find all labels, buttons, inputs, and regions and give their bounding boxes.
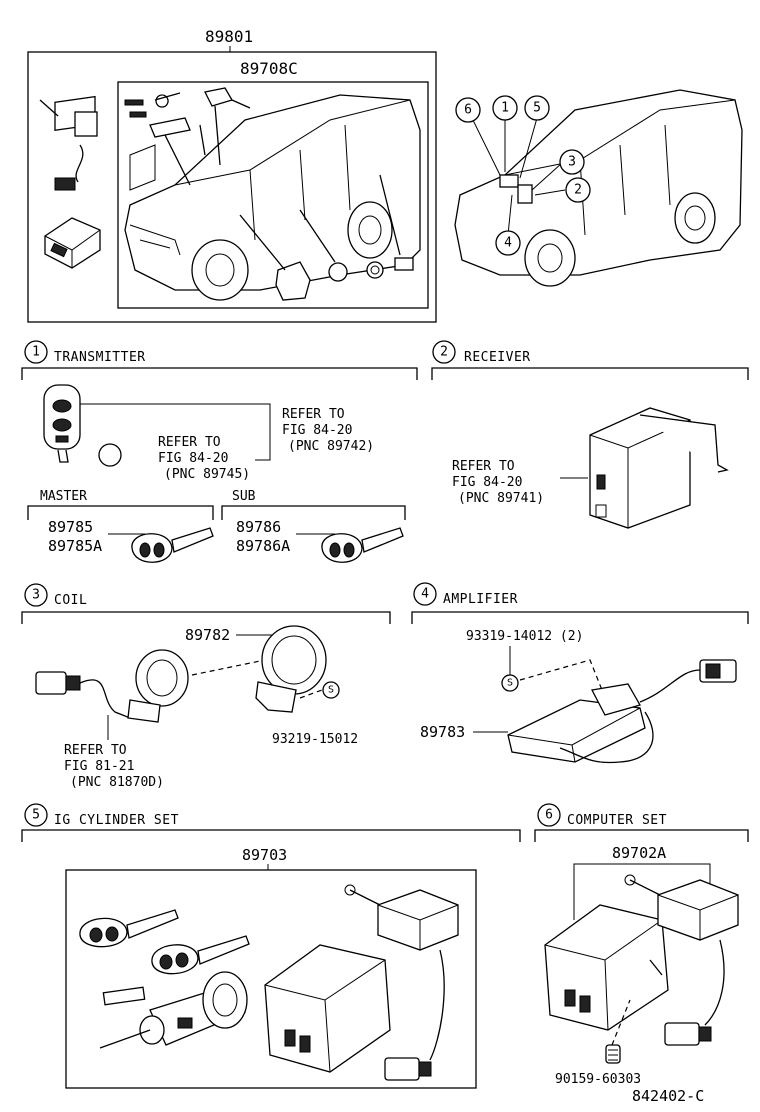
- receiver-refer-line2: FIG 84-20: [452, 475, 522, 490]
- coil-refer-line2: FIG 81-21: [64, 759, 134, 774]
- ig-computer-icon: [264, 944, 391, 1073]
- part-number-89786[interactable]: 89786: [236, 518, 281, 536]
- part-number-93319-14012[interactable]: 93319-14012 (2): [466, 629, 583, 644]
- amplifier-unit-icon: [507, 659, 737, 764]
- part-number-89702a[interactable]: 89702A: [612, 844, 666, 862]
- section-amplifier: 4 AMPLIFIER 93319-14012 (2) S 89783: [411, 582, 749, 764]
- section-coil: 3 COIL 89782 S 93219-15012 REFER TO FIG …: [21, 583, 391, 790]
- svg-text:3: 3: [568, 155, 576, 170]
- transmitter-refer-b-line3: (PNC 89745): [164, 467, 250, 482]
- overview-set-89801: 89801 89708C: [27, 27, 437, 323]
- part-number-89801[interactable]: 89801: [205, 27, 253, 46]
- computer-harness-icon: [624, 874, 739, 1046]
- coil-refer-line1: REFER TO: [64, 743, 127, 758]
- receiver-module-icon: [589, 407, 729, 529]
- master-title: MASTER: [40, 489, 87, 504]
- ig-harness-icon: [344, 884, 459, 1081]
- callout-5[interactable]: 5: [524, 95, 550, 121]
- svg-text:1: 1: [501, 101, 509, 116]
- section-receiver: 2 RECEIVER REFER TO FIG 84-20 (PNC 89741…: [431, 340, 749, 529]
- section-computer-set: 6 COMPUTER SET 89702A 90159-60303: [534, 803, 749, 1087]
- part-number-89786a[interactable]: 89786A: [236, 537, 290, 555]
- callout-3[interactable]: 3: [559, 149, 585, 175]
- section-transmitter: 1 TRANSMITTER REFER TO FIG 84-20 (PNC 89…: [21, 340, 418, 563]
- transmitter-refer-a-line1: REFER TO: [282, 407, 345, 422]
- section-5-badge: [24, 803, 48, 827]
- set-89708c-frame: [117, 81, 429, 309]
- callout-2[interactable]: 2: [565, 177, 591, 203]
- battery-icon: [98, 443, 122, 467]
- section-1-badge: [24, 340, 48, 364]
- section-1-title: TRANSMITTER: [54, 350, 146, 365]
- transmitter-refer-a-line3: (PNC 89742): [288, 439, 374, 454]
- part-number-93219-15012[interactable]: 93219-15012: [272, 732, 358, 747]
- transmitter-fob-icon: [43, 384, 81, 463]
- transmitter-refer-a-line2: FIG 84-20: [282, 423, 352, 438]
- part-number-90159-60303[interactable]: 90159-60303: [555, 1072, 641, 1087]
- computer-module-set-icon: [544, 904, 669, 1031]
- svg-text:1: 1: [32, 345, 40, 360]
- part-number-89785[interactable]: 89785: [48, 518, 93, 536]
- svg-text:S: S: [328, 685, 334, 696]
- coil-refer-line3: (PNC 81870D): [70, 775, 164, 790]
- ig-key-1-icon: [79, 909, 179, 948]
- screw-90159-icon: [605, 1044, 621, 1064]
- transmitter-refer-b-line1: REFER TO: [158, 435, 221, 450]
- svg-text:3: 3: [32, 588, 40, 603]
- section-4-badge: [413, 582, 437, 606]
- master-key-icon: [131, 527, 214, 563]
- callout-6[interactable]: 6: [455, 97, 481, 123]
- section-6-title: COMPUTER SET: [567, 813, 667, 828]
- svg-text:2: 2: [440, 345, 448, 360]
- screw-mark-coil[interactable]: S: [322, 681, 340, 699]
- set-89801-frame: [27, 51, 437, 323]
- section-2-title: RECEIVER: [464, 350, 531, 365]
- part-number-89785a[interactable]: 89785A: [48, 537, 102, 555]
- svg-text:5: 5: [533, 101, 541, 116]
- vehicle-outline-icon: [124, 94, 421, 301]
- part-number-89703[interactable]: 89703: [242, 846, 287, 864]
- svg-text:4: 4: [421, 587, 429, 602]
- coil-assembly-icon: [35, 649, 189, 740]
- screw-mark-amplifier[interactable]: S: [501, 674, 519, 692]
- part-number-89708c[interactable]: 89708C: [240, 59, 298, 78]
- receiver-refer-line1: REFER TO: [452, 459, 515, 474]
- sub-title: SUB: [232, 489, 256, 504]
- computer-module-icon: [44, 217, 101, 269]
- part-number-89782[interactable]: 89782: [185, 626, 230, 644]
- section-3-title: COIL: [54, 593, 87, 608]
- figure-code: 842402-C: [632, 1087, 704, 1105]
- ecu-with-harness-icon: [39, 95, 98, 191]
- svg-text:4: 4: [504, 236, 512, 251]
- svg-text:S: S: [507, 678, 513, 689]
- svg-text:2: 2: [574, 183, 582, 198]
- section-3-badge: [24, 583, 48, 607]
- transmitter-refer-b-line2: FIG 84-20: [158, 451, 228, 466]
- ignition-parts-icon: [239, 174, 414, 301]
- ig-cylinder-icon: [99, 971, 248, 1049]
- receiver-refer-line3: (PNC 89741): [458, 491, 544, 506]
- ig-key-2-icon: [151, 935, 250, 975]
- svg-text:6: 6: [545, 808, 553, 823]
- section-6-badge: [537, 803, 561, 827]
- set-89703-frame: [65, 869, 477, 1089]
- section-ig-cylinder-set: 5 IG CYLINDER SET 89703: [21, 803, 521, 1089]
- overview-vehicle-callouts: 6 1 5 3 2 4: [454, 89, 743, 287]
- coil-ring-icon: [255, 625, 327, 713]
- callout-1[interactable]: 1: [492, 95, 518, 121]
- part-number-89783[interactable]: 89783: [420, 723, 465, 741]
- section-4-title: AMPLIFIER: [443, 592, 518, 607]
- key-tag-icon: [102, 986, 146, 1006]
- section-5-title: IG CYLINDER SET: [54, 813, 179, 828]
- section-2-badge: [432, 340, 456, 364]
- callout-4[interactable]: 4: [495, 230, 521, 256]
- key-parts-cluster-icon: [124, 87, 251, 186]
- sub-key-icon: [321, 527, 404, 563]
- svg-text:6: 6: [464, 103, 472, 118]
- svg-text:5: 5: [32, 808, 40, 823]
